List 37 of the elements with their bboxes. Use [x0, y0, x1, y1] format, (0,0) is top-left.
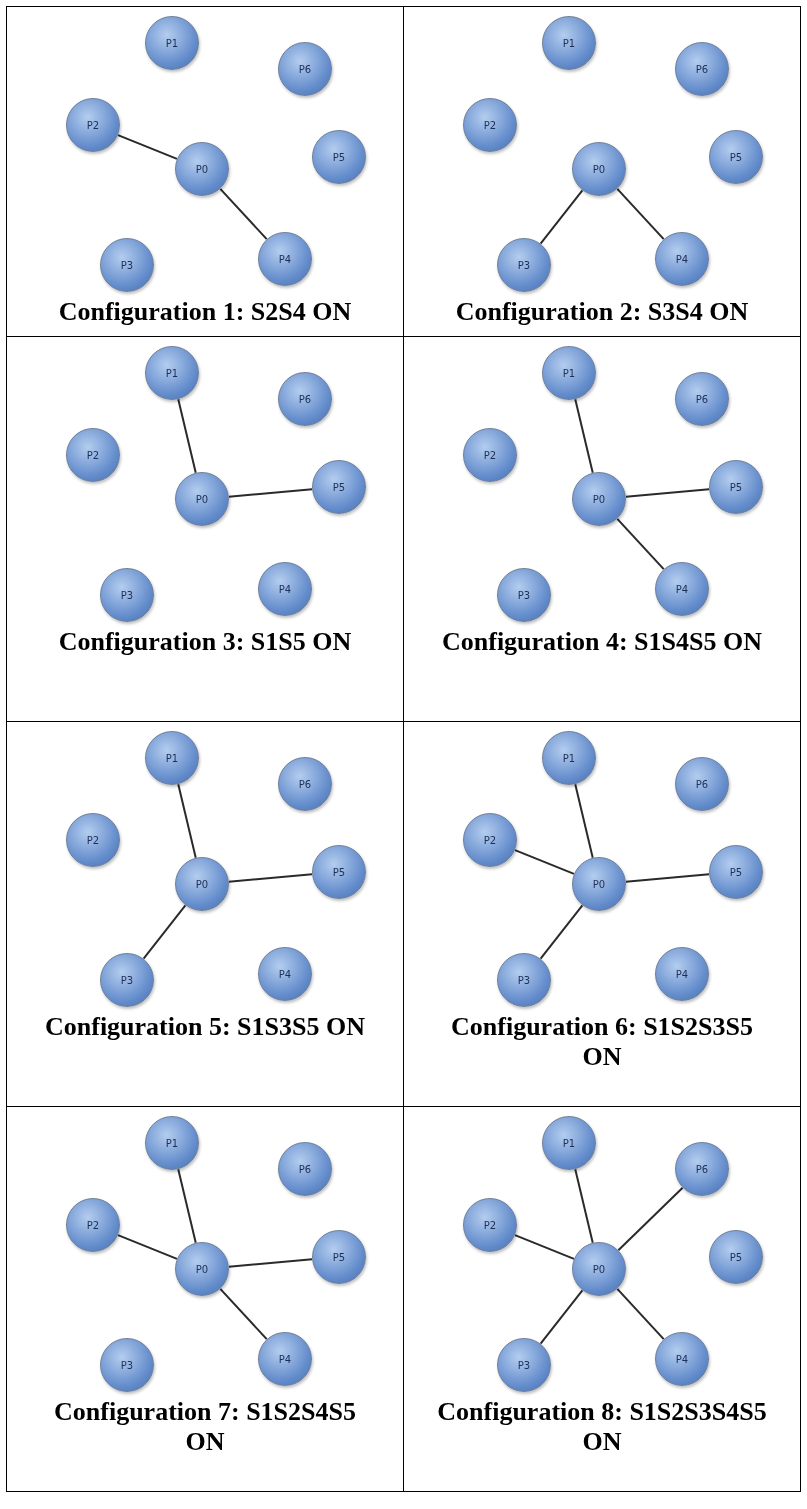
connector-line: [227, 873, 314, 883]
connector-line: [617, 1186, 684, 1252]
configuration-panel: [7, 337, 404, 722]
configuration-panel: [7, 7, 404, 337]
connector-line: [624, 488, 711, 498]
connector-line: [616, 517, 665, 571]
configuration-panel: [7, 722, 404, 1107]
connector-line: [539, 904, 584, 960]
connector-line: [219, 1287, 268, 1341]
configuration-caption: Configuration 4: S1S4S5 ON: [442, 627, 762, 657]
connector-line: [227, 488, 314, 498]
connector-line: [539, 1289, 584, 1345]
connector-line: [624, 873, 711, 883]
configuration-caption: Configuration 5: S1S3S5 ON: [45, 1012, 365, 1042]
connector-line: [142, 904, 187, 960]
configuration-panel: [404, 7, 801, 337]
connector-line: [227, 1258, 314, 1268]
configuration-panel: [404, 337, 801, 722]
configuration-caption: Configuration 6: S1S2S3S5 ON: [450, 1012, 754, 1072]
configuration-caption: Configuration 7: S1S2S4S5 ON: [53, 1397, 357, 1457]
connector-line: [177, 1168, 197, 1244]
connector-line: [219, 187, 268, 241]
connector-line: [616, 187, 665, 241]
connector-line: [177, 398, 197, 474]
connector-line: [177, 783, 197, 859]
configuration-caption: Configuration 3: S1S5 ON: [58, 627, 352, 657]
connector-line: [539, 189, 584, 245]
connector-line: [574, 783, 594, 859]
configuration-caption: Configuration 2: S3S4 ON: [455, 297, 749, 327]
connector-line: [616, 1287, 665, 1341]
configuration-panel: [404, 722, 801, 1107]
connector-line: [574, 1168, 594, 1244]
configuration-panel: [404, 1107, 801, 1492]
connector-line: [574, 398, 594, 474]
configuration-caption: Configuration 1: S2S4 ON: [58, 297, 352, 327]
configuration-caption: Configuration 8: S1S2S3S4S5 ON: [436, 1397, 768, 1457]
configuration-panel: [7, 1107, 404, 1492]
